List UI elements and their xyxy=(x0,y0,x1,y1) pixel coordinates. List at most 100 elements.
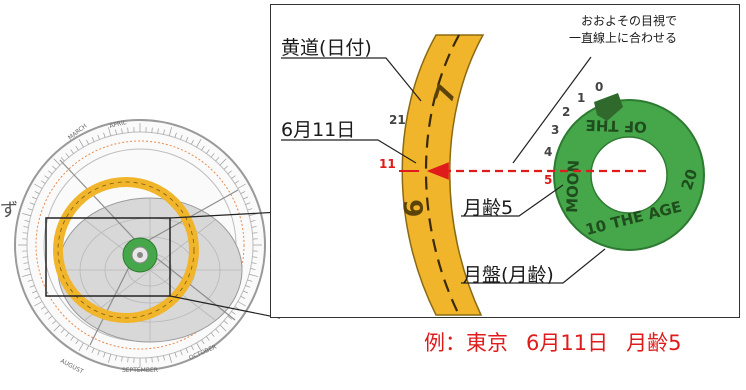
planisphere-tick xyxy=(78,342,84,351)
planisphere-tick xyxy=(97,134,100,140)
leader-ecliptic xyxy=(281,57,422,102)
month-label-april: APRIL xyxy=(109,119,128,130)
zoom-selection-box xyxy=(45,217,171,297)
leader-date xyxy=(281,139,417,164)
planisphere-tick xyxy=(237,301,246,307)
planisphere-tick xyxy=(201,339,205,345)
planisphere-tick xyxy=(52,165,57,170)
planisphere-tick xyxy=(223,165,228,170)
planisphere-tick xyxy=(219,158,227,166)
planisphere-tick xyxy=(97,350,100,356)
planisphere-tick xyxy=(29,285,35,288)
planisphere-tick xyxy=(91,137,95,142)
leader-lines xyxy=(281,56,606,284)
planisphere-tick xyxy=(196,139,202,148)
label-moon-dial: 月盤(月齢) xyxy=(463,264,554,286)
planisphere-tick xyxy=(250,268,256,270)
example-date: 6月11日 xyxy=(526,331,609,355)
planisphere-tick xyxy=(227,170,232,175)
month-label-august: AUGUST xyxy=(59,358,85,376)
planisphere-tick xyxy=(115,129,117,135)
moon-age-tick-4: 4 xyxy=(544,145,553,159)
planisphere-tick xyxy=(115,355,117,361)
zoom-detail-panel: 7 6 OF THE MOON 10 THE AGE 20 黄道(日付) 6月1… xyxy=(270,4,740,318)
label-moon-age: 月齢5 xyxy=(463,197,514,219)
alignment-note: おおよその目視で 一直線上に合わせる xyxy=(569,13,677,47)
planisphere-tick xyxy=(75,145,79,151)
moon-dial-text-upper: OF THE xyxy=(585,116,647,136)
planisphere-tick xyxy=(163,355,165,361)
planisphere-tick xyxy=(127,127,129,133)
planisphere-tick xyxy=(223,320,228,325)
moon-age-tick-0: 0 xyxy=(595,80,604,94)
planisphere-tick xyxy=(22,256,28,258)
planisphere-tick xyxy=(53,324,61,332)
planisphere-tick xyxy=(243,290,248,294)
planisphere-tick xyxy=(22,232,28,234)
planisphere-tick xyxy=(34,301,43,307)
planisphere-tick xyxy=(206,149,210,154)
planisphere-tick xyxy=(251,262,257,264)
planisphere-tick xyxy=(22,273,31,277)
planisphere-tick xyxy=(127,357,129,363)
planisphere-tick xyxy=(231,175,236,179)
planisphere-tick xyxy=(24,268,30,270)
planisphere-tick xyxy=(27,279,33,282)
planisphere-tick xyxy=(86,345,90,351)
moon-age-tick-2: 2 xyxy=(562,105,571,119)
planisphere-tick xyxy=(168,354,172,363)
planisphere-tick xyxy=(108,354,112,363)
planisphere-tick xyxy=(174,132,177,138)
planisphere-tick xyxy=(252,256,258,258)
moon-dial-text-moon: MOON xyxy=(563,160,583,214)
planisphere-tick xyxy=(151,357,153,363)
planisphere-tick xyxy=(247,208,253,211)
planisphere-tick xyxy=(27,208,33,211)
planisphere-tick xyxy=(234,306,240,310)
planisphere-tick xyxy=(103,352,106,358)
planisphere-tick xyxy=(240,191,246,195)
planisphere-overview: MARCH APRIL AUGUST SEPTEMBER OCTOBER xyxy=(14,119,280,376)
planisphere-tick xyxy=(190,139,194,145)
label-ecliptic: 黄道(日付) xyxy=(281,37,372,59)
planisphere-tick xyxy=(251,226,257,228)
planisphere-tick xyxy=(70,336,74,341)
planisphere-tick xyxy=(108,127,112,136)
planisphere-tick xyxy=(44,311,49,315)
month-label-september: SEPTEMBER xyxy=(122,367,158,374)
planisphere-tick xyxy=(180,134,183,140)
planisphere-tick xyxy=(243,196,248,200)
planisphere-tick xyxy=(24,220,30,222)
planisphere-tick xyxy=(185,348,189,353)
moon-age-tick-3: 3 xyxy=(551,123,560,137)
planisphere-tick xyxy=(53,158,61,166)
planisphere-tick xyxy=(121,128,123,134)
planisphere-tick xyxy=(163,129,165,135)
planisphere-tick xyxy=(245,202,251,205)
planisphere-tick xyxy=(103,132,106,138)
planisphere-tick xyxy=(206,336,210,341)
planisphere-tick xyxy=(78,139,84,148)
planisphere-tick xyxy=(52,320,57,325)
planisphere-tick xyxy=(227,315,232,320)
planisphere-tick xyxy=(34,191,40,195)
planisphere-tick xyxy=(231,311,236,315)
planisphere-tick xyxy=(245,285,251,288)
planisphere-tick xyxy=(60,328,65,333)
planisphere-tick xyxy=(247,279,253,282)
planisphere-tick xyxy=(65,332,70,337)
planisphere-tick xyxy=(60,157,65,162)
planisphere-tick xyxy=(210,332,215,337)
label-date: 6月11日 xyxy=(281,119,356,141)
zoom-connector-top xyxy=(169,211,280,219)
planisphere-tick xyxy=(215,328,220,333)
leader-moon-age xyxy=(461,184,564,217)
zoom-detail-drawing: 7 6 OF THE MOON 10 THE AGE 20 xyxy=(281,34,705,316)
planisphere-tick xyxy=(48,315,53,320)
planisphere-tick xyxy=(210,153,215,158)
stray-glyph: ず xyxy=(0,200,18,221)
moon-dial-disc: OF THE MOON 10 THE AGE 20 xyxy=(553,93,705,251)
planisphere-tick xyxy=(237,183,246,189)
planisphere-tick xyxy=(215,157,220,162)
moon-age-tick-1: 1 xyxy=(577,91,586,105)
